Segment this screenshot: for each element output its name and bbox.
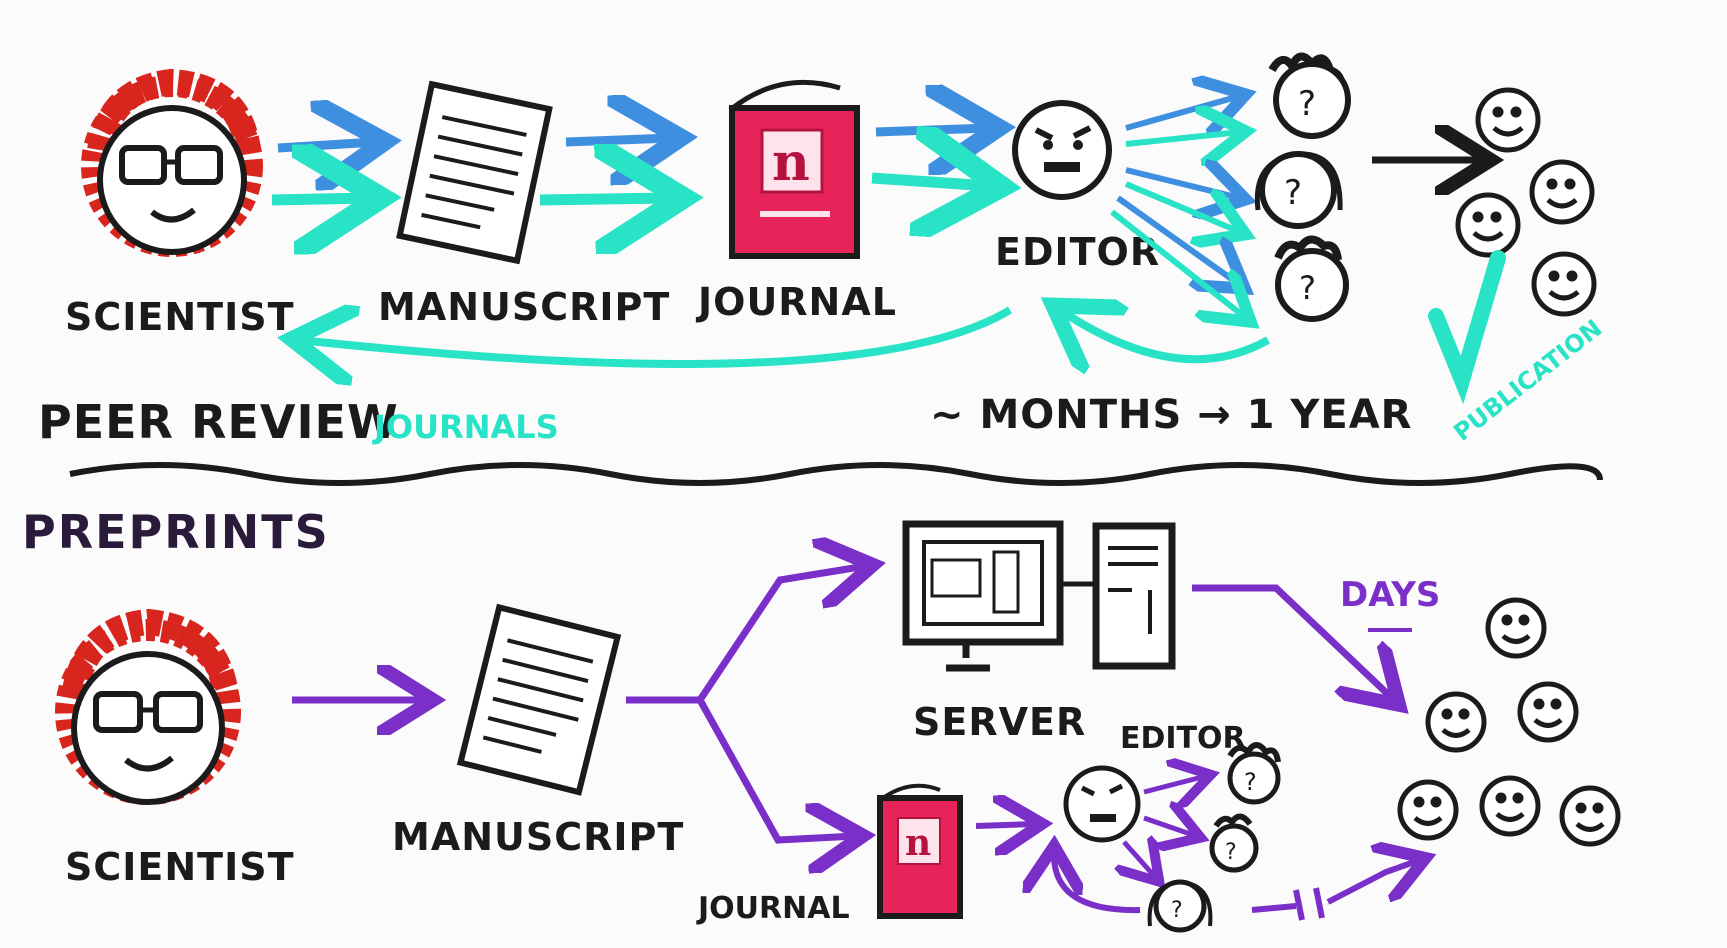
svg-text:?: ? <box>1171 898 1183 923</box>
manuscript-label-bottom: MANUSCRIPT <box>392 815 684 859</box>
journal-icon-bottom: n <box>877 783 963 919</box>
days-label: DAYS <box>1340 575 1440 615</box>
manuscript-label-top: MANUSCRIPT <box>378 285 670 329</box>
reviewer-face-icon-2: ? <box>1254 151 1343 229</box>
journal-logo-bottom: n <box>905 822 931 864</box>
scientist-label-top: SCIENTIST <box>65 295 295 339</box>
delayed-arrow-to-readers <box>1251 860 1420 921</box>
arrow-blue-3 <box>875 128 990 132</box>
arrow-cyan-1 <box>271 198 370 200</box>
editor-face-icon-top <box>1012 100 1112 200</box>
checkmark-icon <box>1428 250 1506 405</box>
reader-faces-bottom <box>1397 597 1621 847</box>
arrow-cyan-2 <box>539 198 672 200</box>
preprints-section-label: PREPRINTS <box>22 505 330 559</box>
reader-face-icon <box>1531 251 1597 317</box>
timing-label: ~ MONTHS → 1 YEAR <box>930 392 1412 438</box>
reviewer-face-icon-1: ? <box>1268 52 1351 139</box>
arrow-blue-1 <box>277 142 376 148</box>
reader-face-icon <box>1425 691 1487 753</box>
svg-text:?: ? <box>1225 840 1237 865</box>
reader-face-icon <box>1517 681 1579 743</box>
reader-faces-top <box>1455 87 1597 317</box>
arrow-blue-2 <box>565 138 672 142</box>
journal-icon-top: n <box>728 79 860 259</box>
editor-face-icon-bottom <box>1063 765 1141 843</box>
scientist-face-icon-bottom <box>55 608 241 805</box>
return-arrow-to-editor <box>1060 310 1270 359</box>
svg-text:?: ? <box>1284 173 1302 213</box>
journal-label-top: JOURNAL <box>695 280 897 324</box>
editor-label-bottom: EDITOR <box>1120 721 1246 756</box>
editor-to-reviewers-arrows-bottom <box>1124 776 1206 878</box>
reviewer-face-icon: ? <box>1227 742 1281 805</box>
arrow-server-to-readers <box>1192 584 1394 700</box>
scientist-face-icon <box>81 68 263 257</box>
arrow-to-journal-bottom <box>696 698 856 840</box>
return-arrow-bottom <box>1054 852 1141 914</box>
svg-text:?: ? <box>1299 269 1316 307</box>
reviewer-faces-bottom: ? ? ? <box>1147 742 1281 933</box>
manuscript-icon-top <box>396 80 553 265</box>
return-arrow-to-scientist <box>300 310 1013 364</box>
reader-face-icon <box>1559 785 1621 847</box>
reviewer-face-icon: ? <box>1209 813 1259 873</box>
reader-face-icon <box>1529 159 1595 225</box>
editor-label-top: EDITOR <box>995 230 1160 274</box>
reviewer-face-icon-3: ? <box>1274 235 1349 322</box>
section-divider <box>69 462 1603 486</box>
reviewer-face-icon: ? <box>1147 879 1213 933</box>
reader-face-icon <box>1455 192 1521 258</box>
reader-face-icon <box>1475 87 1541 153</box>
svg-text:?: ? <box>1298 84 1316 124</box>
svg-text:?: ? <box>1244 768 1257 796</box>
scientist-label-bottom: SCIENTIST <box>65 845 295 889</box>
journal-logo-top: n <box>772 132 810 193</box>
editor-to-reviewers-arrows <box>1110 96 1246 318</box>
journal-label-bottom: JOURNAL <box>696 891 850 926</box>
peer-review-section-label: PEER REVIEW <box>38 395 399 449</box>
reader-face-icon <box>1397 779 1459 841</box>
arrow-journal-to-editor-bottom <box>975 824 1036 826</box>
journals-section-sublabel: JOURNALS <box>372 408 559 446</box>
arrow-cyan-3 <box>871 178 990 186</box>
reader-face-icon <box>1479 775 1541 837</box>
server-computer-icon <box>902 520 1176 672</box>
manuscript-icon-bottom <box>456 603 622 796</box>
server-label: SERVER <box>913 700 1086 744</box>
arrow-to-server <box>626 566 866 704</box>
reader-face-icon <box>1485 597 1547 659</box>
